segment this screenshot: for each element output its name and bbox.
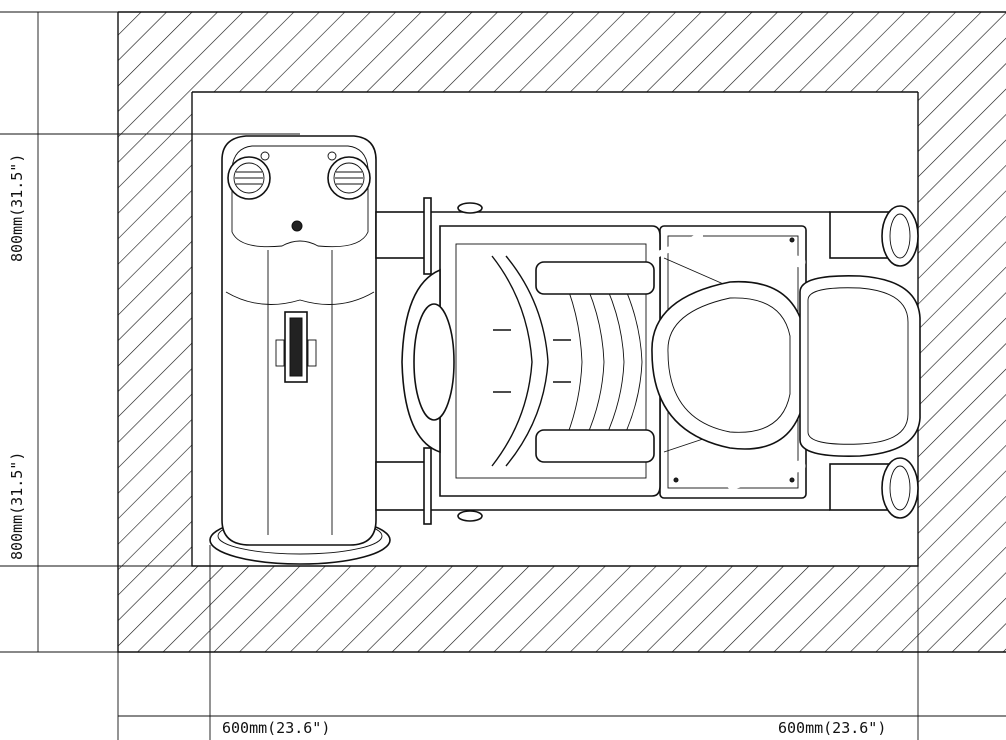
dimension-left-upper: 800mm(31.5"): [8, 154, 26, 262]
footrest-frame: [491, 255, 655, 467]
backrest-cushion: [799, 275, 921, 457]
dimension-bottom-left: 600mm(23.6"): [222, 719, 330, 737]
machine-column: [209, 135, 391, 565]
dimension-lines: [0, 11, 1006, 740]
rear-feet: [829, 205, 919, 519]
frame-rails: [375, 197, 830, 525]
dimension-bottom-right: 600mm(23.6"): [778, 719, 886, 737]
handles: [651, 233, 806, 490]
dimension-left-lower: 800mm(31.5"): [8, 452, 26, 560]
